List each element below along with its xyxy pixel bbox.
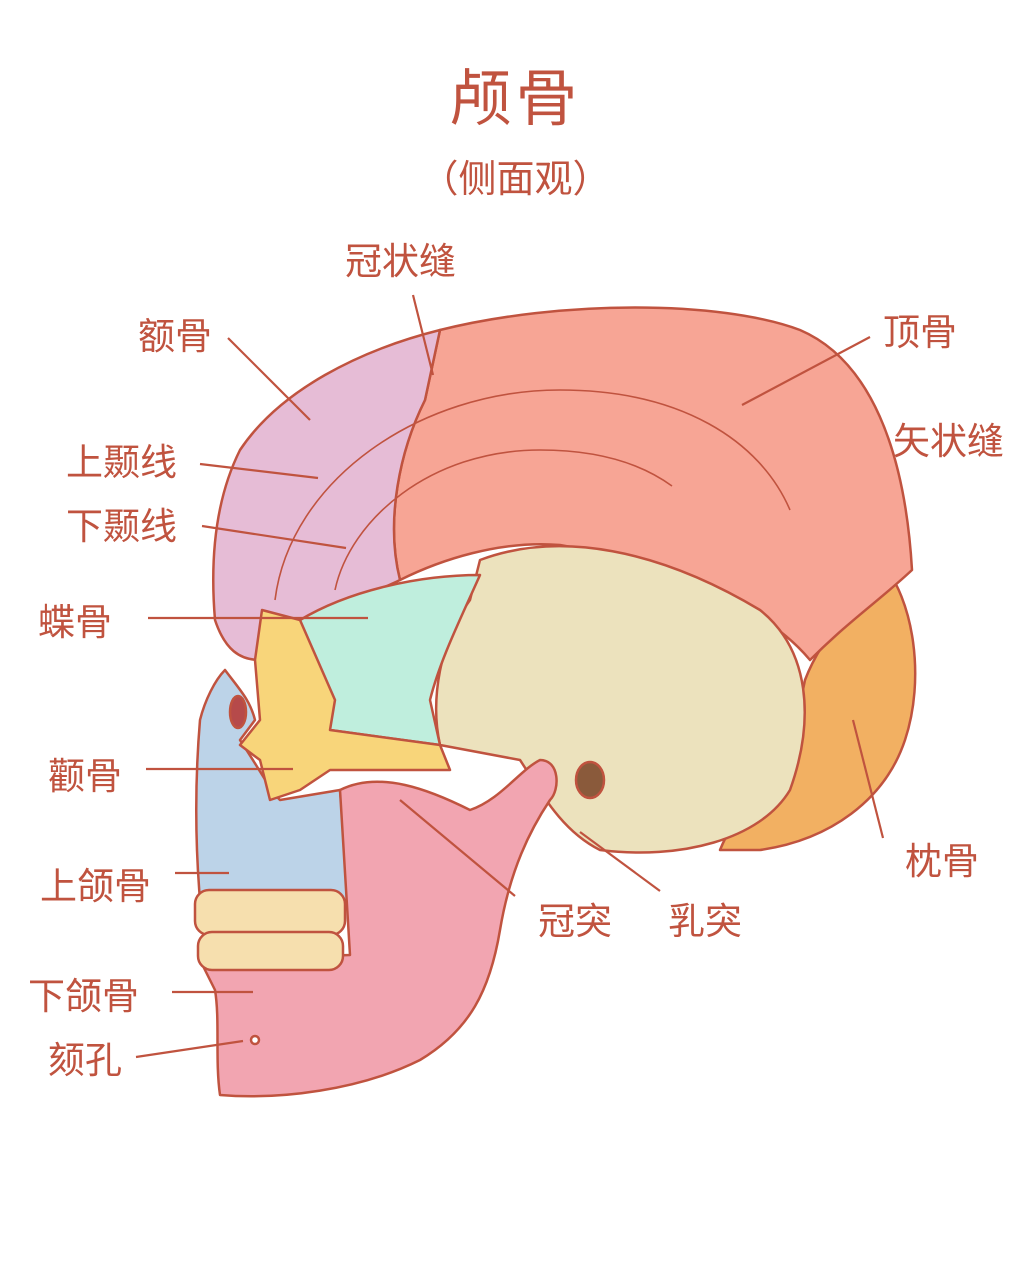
label-maxilla: 上颌骨 bbox=[40, 865, 151, 908]
mandible-shape bbox=[198, 758, 558, 1098]
label-sagittal-suture: 矢状缝 bbox=[893, 420, 1004, 463]
label-mandible: 下颌骨 bbox=[28, 975, 139, 1018]
lower-teeth bbox=[196, 930, 345, 972]
label-occipital-bone: 枕骨 bbox=[905, 840, 979, 883]
label-sphenoid-bone: 蝶骨 bbox=[38, 601, 112, 644]
label-coronoid-process: 冠突 bbox=[538, 900, 612, 943]
label-mental-foramen: 颏孔 bbox=[48, 1039, 122, 1082]
external-acoustic-meatus bbox=[574, 760, 606, 800]
label-superior-temporal-line: 上颞线 bbox=[66, 441, 177, 484]
diagram-title: 颅骨 bbox=[449, 62, 582, 135]
mental-foramen-dot bbox=[249, 1034, 261, 1046]
label-coronal-suture: 冠状缝 bbox=[345, 240, 456, 283]
orbit-shadow bbox=[228, 694, 248, 730]
label-zygomatic-bone: 颧骨 bbox=[48, 755, 122, 798]
zygomatic-bone-shape bbox=[238, 608, 452, 802]
frontal-bone-shape bbox=[212, 328, 442, 662]
upper-teeth bbox=[193, 888, 347, 937]
label-inferior-temporal-line: 下颞线 bbox=[66, 505, 177, 548]
diagram-subtitle: （侧面观） bbox=[420, 157, 611, 201]
label-mastoid-process: 乳突 bbox=[668, 900, 742, 943]
label-frontal-bone: 额骨 bbox=[138, 315, 212, 358]
label-parietal-bone: 顶骨 bbox=[883, 311, 957, 354]
